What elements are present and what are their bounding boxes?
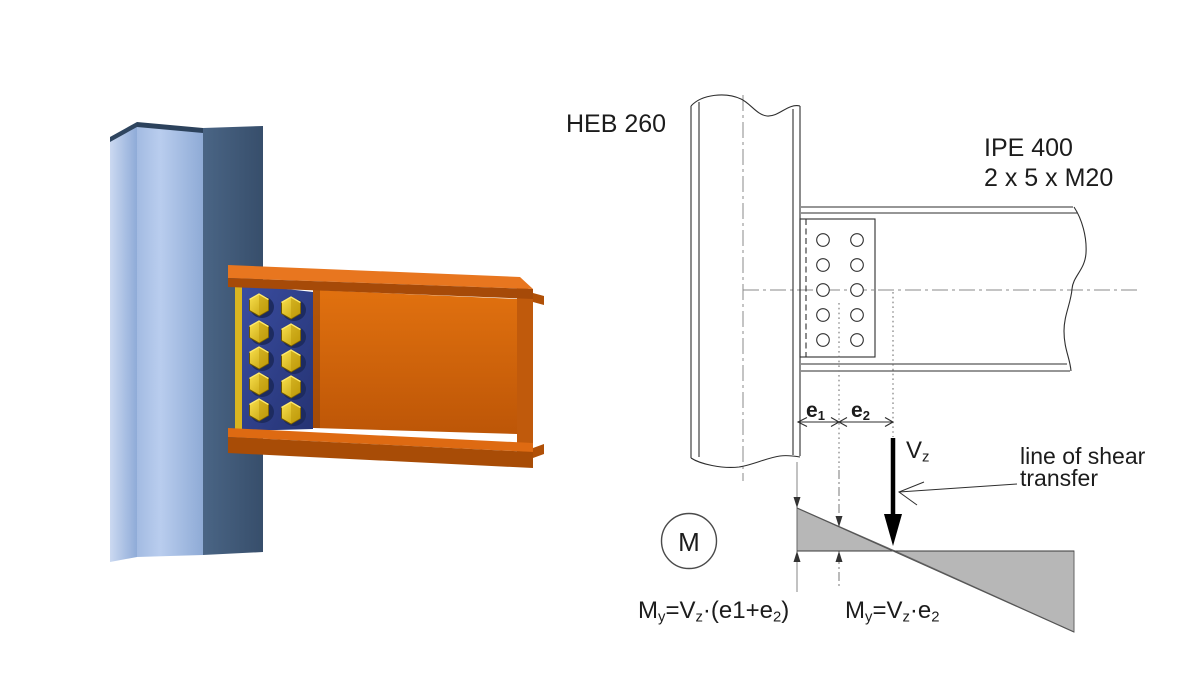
beam-bottom-flange-front: [228, 437, 533, 468]
bolt-icon: [281, 375, 306, 400]
formula-left-p4: ): [781, 597, 790, 624]
beam-section-label: IPE 400: [984, 134, 1073, 162]
formula-left-p1: M: [638, 597, 658, 624]
dim-e1-label: e1: [806, 399, 825, 423]
dim-arrow-right: [884, 417, 895, 427]
moment-ordinate-arrows: [793, 497, 843, 562]
formula-right-p1: M: [845, 597, 865, 624]
beam-3d: [228, 265, 544, 468]
formula-left-s2: z: [695, 609, 703, 626]
dim-e1-sub: 1: [817, 407, 825, 423]
dim-e1-base: e: [806, 399, 818, 422]
beam-web-shadow: [313, 290, 320, 428]
formula-right-p3: ·e: [909, 597, 932, 624]
beam-top-flange-front: [228, 278, 533, 299]
column-near-flange-edge: [110, 123, 137, 562]
bolt-spec-label: 2 x 5 x M20: [984, 164, 1114, 192]
beam-top-flange-top: [228, 265, 533, 289]
beam-end-cut: [517, 281, 533, 466]
dim-e2-base: e: [851, 399, 863, 422]
formula-left-s3: 2: [772, 609, 782, 626]
bolt-icon: [249, 293, 274, 318]
column-top-break: [690, 94, 801, 117]
shear-note-line2: transfer: [1020, 465, 1098, 491]
bolt-icon: [281, 401, 306, 426]
formula-left-s1: y: [658, 609, 666, 626]
beam-bottom-flange-top: [228, 428, 533, 452]
column-3d: [110, 122, 263, 562]
bolt-icon: [281, 349, 306, 374]
bolt-icon: [249, 372, 274, 397]
formula-right-s1: y: [865, 609, 873, 626]
shear-force-sub: z: [922, 449, 930, 466]
bolt-icon: [281, 323, 306, 348]
moment-symbol-label: M: [678, 527, 700, 557]
column-top-edge-2: [137, 122, 203, 133]
leader-line: [898, 483, 1018, 493]
shear-note-line1: line of shear: [1020, 443, 1146, 469]
bolt-icon: [249, 320, 274, 345]
shear-force-base: V: [906, 437, 923, 464]
leader-arrowhead: [897, 481, 925, 506]
dim-arrow-left: [796, 417, 808, 427]
shear-transfer-note: line of shear transfer: [1020, 443, 1146, 491]
beam-section-block: IPE 400 2 x 5 x M20: [984, 133, 1113, 193]
beam-break-line: [1063, 206, 1087, 372]
end-plate-2d: [799, 218, 876, 358]
bolt-holes-2d: [816, 233, 864, 347]
weld-seam: [235, 283, 242, 431]
bolt-icon: [281, 296, 306, 321]
dim-e2-label: e2: [851, 399, 870, 423]
column-web-face: [137, 123, 203, 557]
formula-right-s3: 2: [931, 609, 940, 626]
moment-slope-line: [796, 507, 1075, 633]
formula-right-p2: =V: [872, 597, 903, 624]
column-section-label: HEB 260: [566, 110, 667, 138]
beam-far-flange-tip-bottom: [533, 444, 544, 458]
moment-formula-right: My=Vz·e2: [845, 597, 940, 625]
bolt-icon: [249, 398, 274, 423]
beam-far-flange-tip-top: [533, 293, 544, 305]
bolt-icon: [249, 346, 274, 371]
formula-left-p2: =V: [665, 597, 696, 624]
shear-force-arrowhead: [884, 514, 902, 546]
dim-e2-sub: 2: [862, 407, 870, 423]
moment-formula-left: My=Vz·(e1+e2): [638, 597, 789, 625]
formula-right-s2: z: [902, 609, 910, 626]
column-top-edge: [110, 122, 137, 142]
shear-force-label: Vz: [906, 437, 929, 465]
bolts-3d: [249, 293, 306, 426]
column-bottom-break: [690, 455, 801, 468]
dim-arrow-mid-left: [837, 417, 848, 427]
drawing-2d: [660, 94, 1137, 633]
beam-web-face: [313, 290, 517, 434]
formula-left-p3: ·(e1+e: [702, 597, 773, 624]
moment-symbol-circle: [660, 512, 718, 570]
